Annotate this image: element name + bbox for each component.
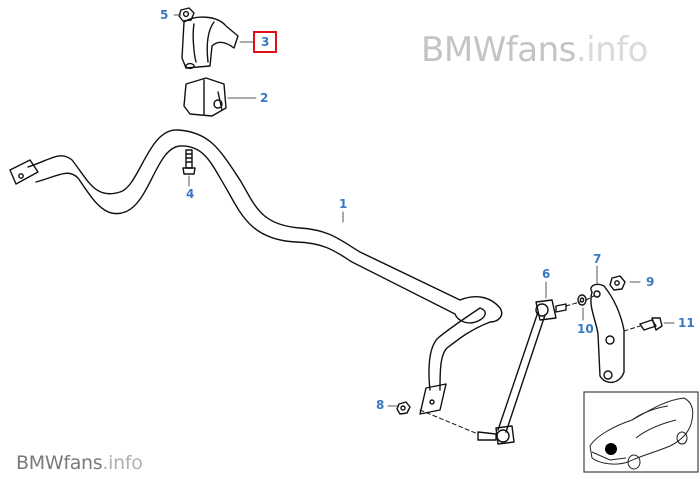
callout-1[interactable]: 1 bbox=[339, 197, 348, 211]
watermark-top-right: BMWfans.info bbox=[421, 30, 648, 70]
watermark-suffix: .info bbox=[102, 452, 143, 474]
watermark-brand: BMWfans bbox=[421, 30, 576, 70]
bolt-part-11 bbox=[639, 317, 663, 331]
watermark-brand: BMWfans bbox=[16, 452, 103, 474]
bracket-arm-part-7 bbox=[590, 283, 625, 383]
washer-part-10 bbox=[577, 294, 587, 306]
nut-part-5 bbox=[178, 7, 195, 22]
bolt-part-4 bbox=[182, 149, 196, 175]
callout-9[interactable]: 9 bbox=[646, 275, 655, 289]
bracket-part-3 bbox=[181, 16, 239, 70]
stabilizer-bar bbox=[9, 129, 503, 415]
callout-4[interactable]: 4 bbox=[186, 187, 195, 201]
watermark-suffix: .info bbox=[575, 30, 649, 70]
callout-2[interactable]: 2 bbox=[260, 91, 269, 105]
callout-5[interactable]: 5 bbox=[160, 8, 169, 22]
callout-8[interactable]: 8 bbox=[376, 398, 385, 412]
callout-11[interactable]: 11 bbox=[678, 316, 695, 330]
stabilizer-link-part-6 bbox=[477, 299, 567, 445]
nut-part-8 bbox=[396, 401, 411, 415]
callout-3-highlighted[interactable]: 3 bbox=[253, 31, 278, 53]
rubber-mounting-part-2 bbox=[183, 77, 227, 117]
callout-6[interactable]: 6 bbox=[542, 267, 551, 281]
callout-10[interactable]: 10 bbox=[577, 322, 594, 336]
callout-7[interactable]: 7 bbox=[593, 252, 602, 266]
watermark-bottom-left: BMWfans.info bbox=[16, 452, 143, 474]
vehicle-locator-thumbnail bbox=[583, 391, 699, 473]
nut-part-9 bbox=[609, 275, 626, 291]
